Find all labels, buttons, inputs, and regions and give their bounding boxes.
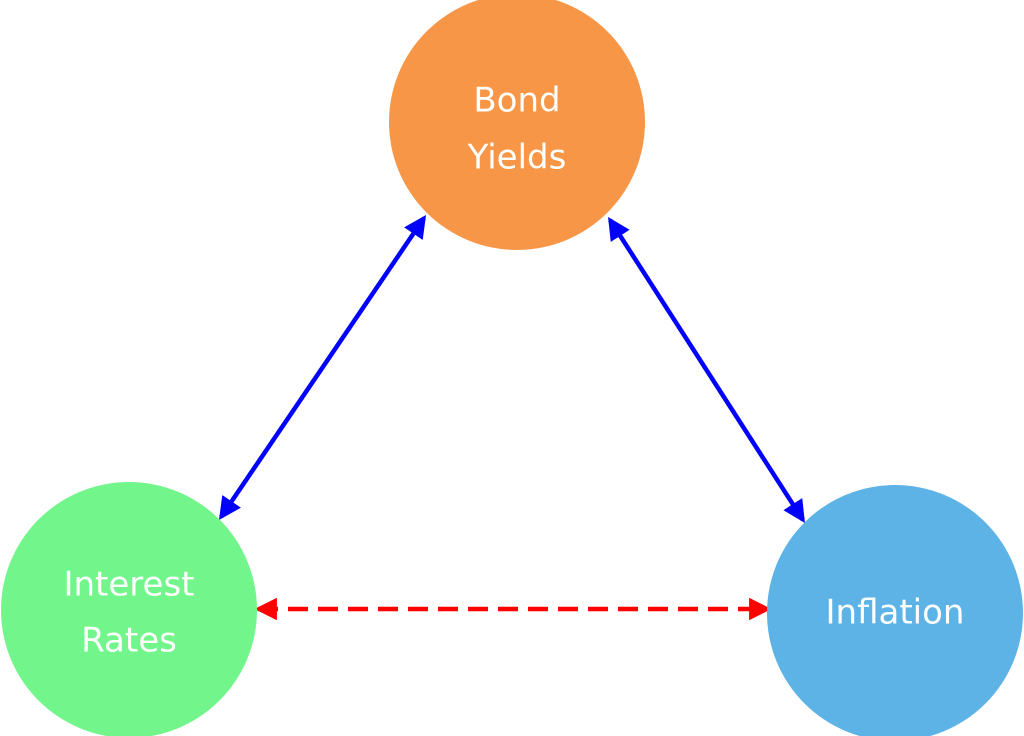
node-bond-yields-label-line2: Yields — [467, 138, 567, 178]
node-inflation-label: Inflation — [826, 593, 965, 633]
node-inflation-circle — [767, 485, 1023, 736]
node-interest-rates-label-line1: Interest — [63, 565, 194, 605]
node-interest-rates-label-line2: Rates — [81, 621, 177, 661]
node-bond-yields-circle — [389, 0, 645, 250]
node-interest-rates-circle — [1, 482, 257, 736]
node-interest-rates: Interest Rates — [1, 482, 257, 736]
node-inflation: Inflation — [767, 485, 1023, 736]
node-bond-yields-label-line1: Bond — [473, 81, 560, 121]
link-bond-yields-interest-rates — [218, 215, 427, 520]
link-bond-yields-inflation — [608, 216, 805, 524]
node-bond-yields: Bond Yields — [389, 0, 645, 250]
